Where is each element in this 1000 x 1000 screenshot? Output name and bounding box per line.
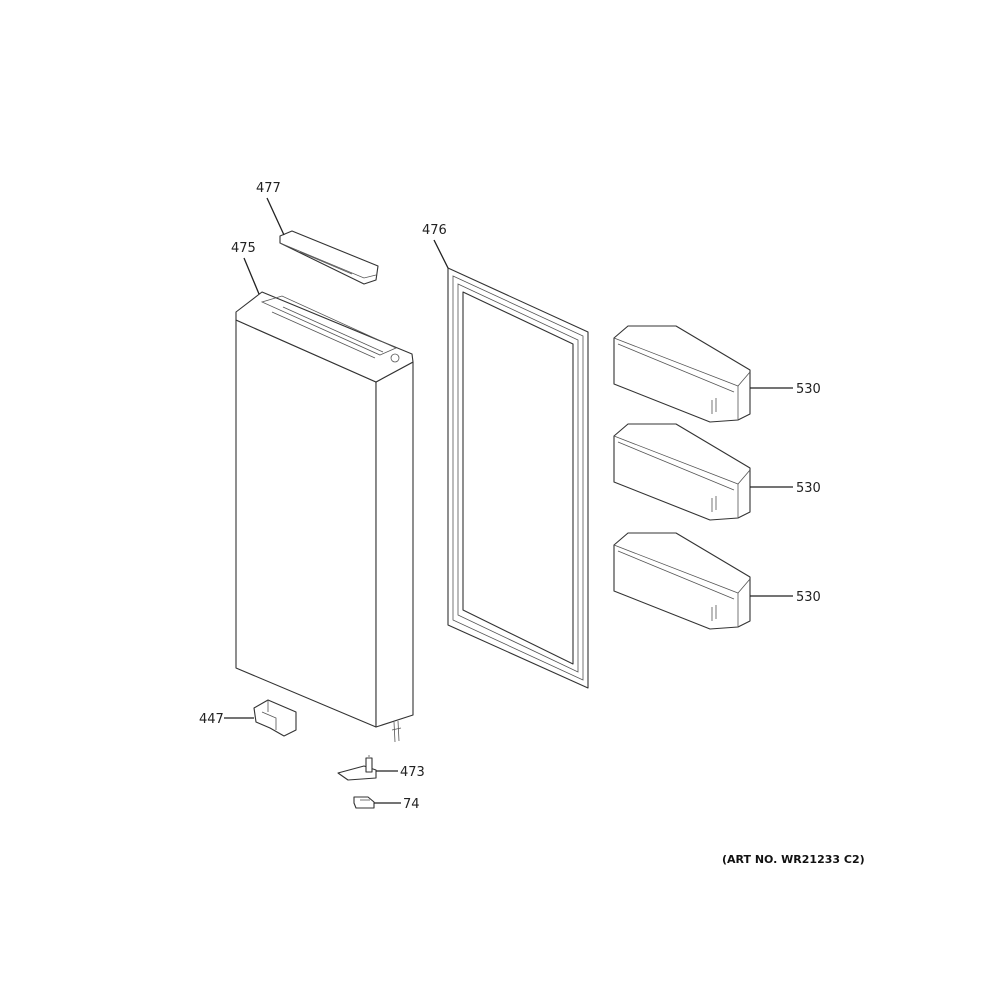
- callout-447[interactable]: 447: [199, 712, 224, 727]
- callout-74[interactable]: 74: [403, 797, 420, 812]
- part-473-hinge[interactable]: [337, 755, 377, 781]
- leader-476: [433, 239, 449, 269]
- callout-477[interactable]: 477: [256, 181, 281, 196]
- art-number: (ART NO. WR21233 C2): [722, 853, 865, 866]
- part-530-door-bin-2[interactable]: [613, 423, 751, 521]
- part-447-bracket[interactable]: [253, 699, 297, 737]
- callout-476[interactable]: 476: [422, 223, 447, 238]
- part-530-door-bin-1[interactable]: [613, 325, 751, 423]
- callout-530-2[interactable]: 530: [796, 481, 821, 496]
- callout-475[interactable]: 475: [231, 241, 256, 256]
- callout-530-1[interactable]: 530: [796, 382, 821, 397]
- leader-477: [266, 197, 285, 236]
- callout-530-3[interactable]: 530: [796, 590, 821, 605]
- part-475-door-assembly[interactable]: [235, 291, 414, 743]
- part-530-door-bin-3[interactable]: [613, 532, 751, 630]
- part-74-clip[interactable]: [353, 796, 375, 809]
- part-476-door-gasket[interactable]: [447, 267, 589, 689]
- callout-473[interactable]: 473: [400, 765, 425, 780]
- leader-475: [243, 257, 260, 295]
- part-477-cap-trim[interactable]: [279, 230, 379, 285]
